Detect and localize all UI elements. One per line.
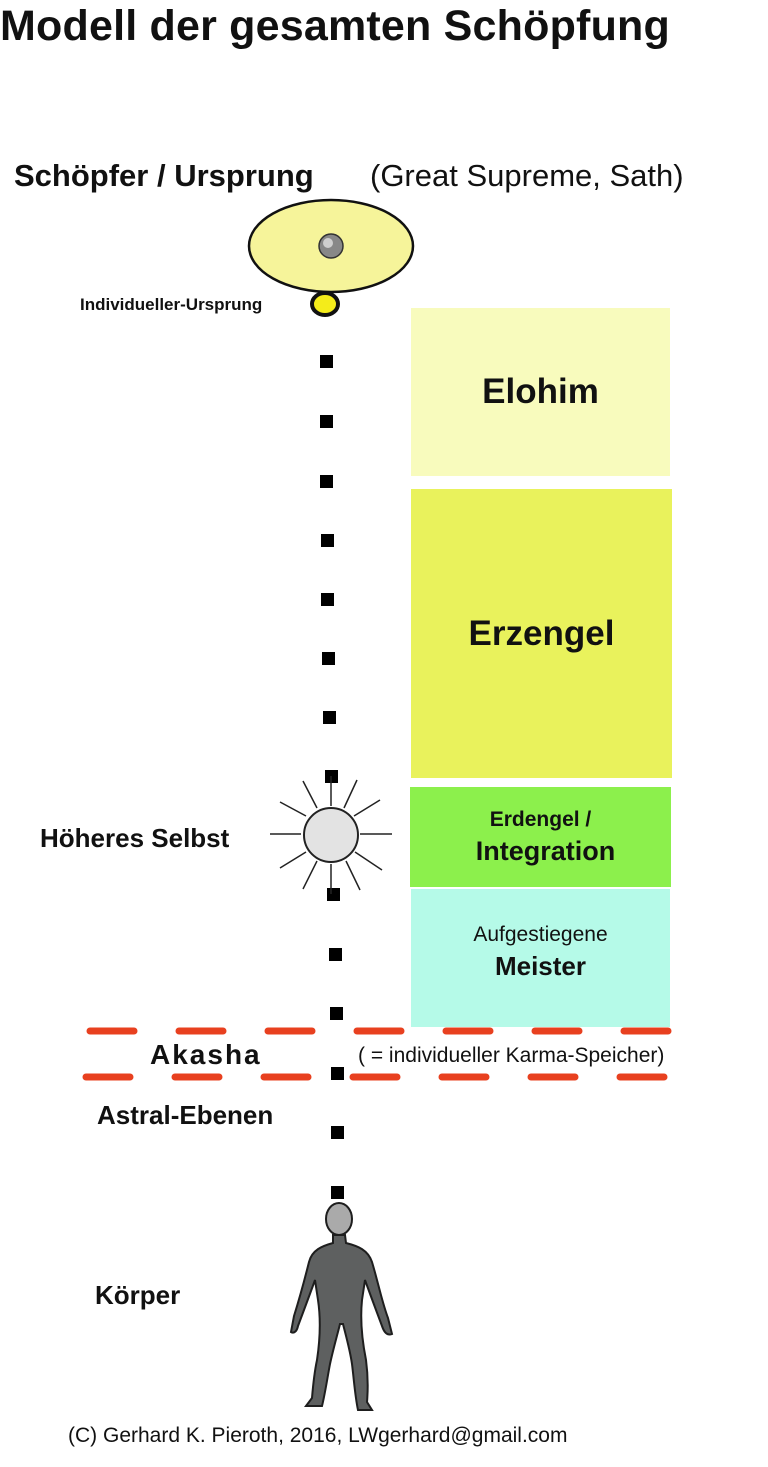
copyright-notice: (C) Gerhard K. Pieroth, 2016, LWgerhard@… <box>68 1424 568 1447</box>
individual-origin-label: Individueller-Ursprung <box>80 295 263 314</box>
box-meister: Aufgestiegene Meister <box>411 889 670 1027</box>
human-body-figure <box>289 1202 394 1411</box>
creator-label: Schöpfer / Ursprung <box>14 158 314 193</box>
higher-self-sun-icon <box>270 776 392 894</box>
origin-ellipse <box>247 198 415 294</box>
elohim-label: Elohim <box>482 372 599 411</box>
higher-self-label: Höheres Selbst <box>40 823 230 853</box>
page-title: Modell der gesamten Schöpfung <box>0 2 670 50</box>
meister-label-line1: Aufgestiegene <box>473 922 608 946</box>
dotted-vertical-line <box>320 355 344 1199</box>
box-erdengel: Erdengel / Integration <box>410 787 671 887</box>
erdengel-label-line2: Integration <box>475 835 616 866</box>
meister-label-line2: Meister <box>494 950 587 981</box>
astral-levels-label: Astral-Ebenen <box>97 1100 274 1130</box>
creator-names: (Great Supreme, Sath) <box>370 158 684 193</box>
box-elohim: Elohim <box>411 308 670 476</box>
individual-origin-marker <box>310 291 340 317</box>
akasha-label: Akasha <box>150 1039 262 1070</box>
erzengel-label: Erzengel <box>468 613 615 653</box>
body-label: Körper <box>95 1280 181 1310</box>
akasha-note: ( = individueller Karma-Speicher) <box>358 1044 665 1067</box>
box-erzengel: Erzengel <box>411 489 672 778</box>
erdengel-label-line1: Erdengel / <box>489 807 592 831</box>
akasha-boundary-lines <box>82 1027 676 1081</box>
